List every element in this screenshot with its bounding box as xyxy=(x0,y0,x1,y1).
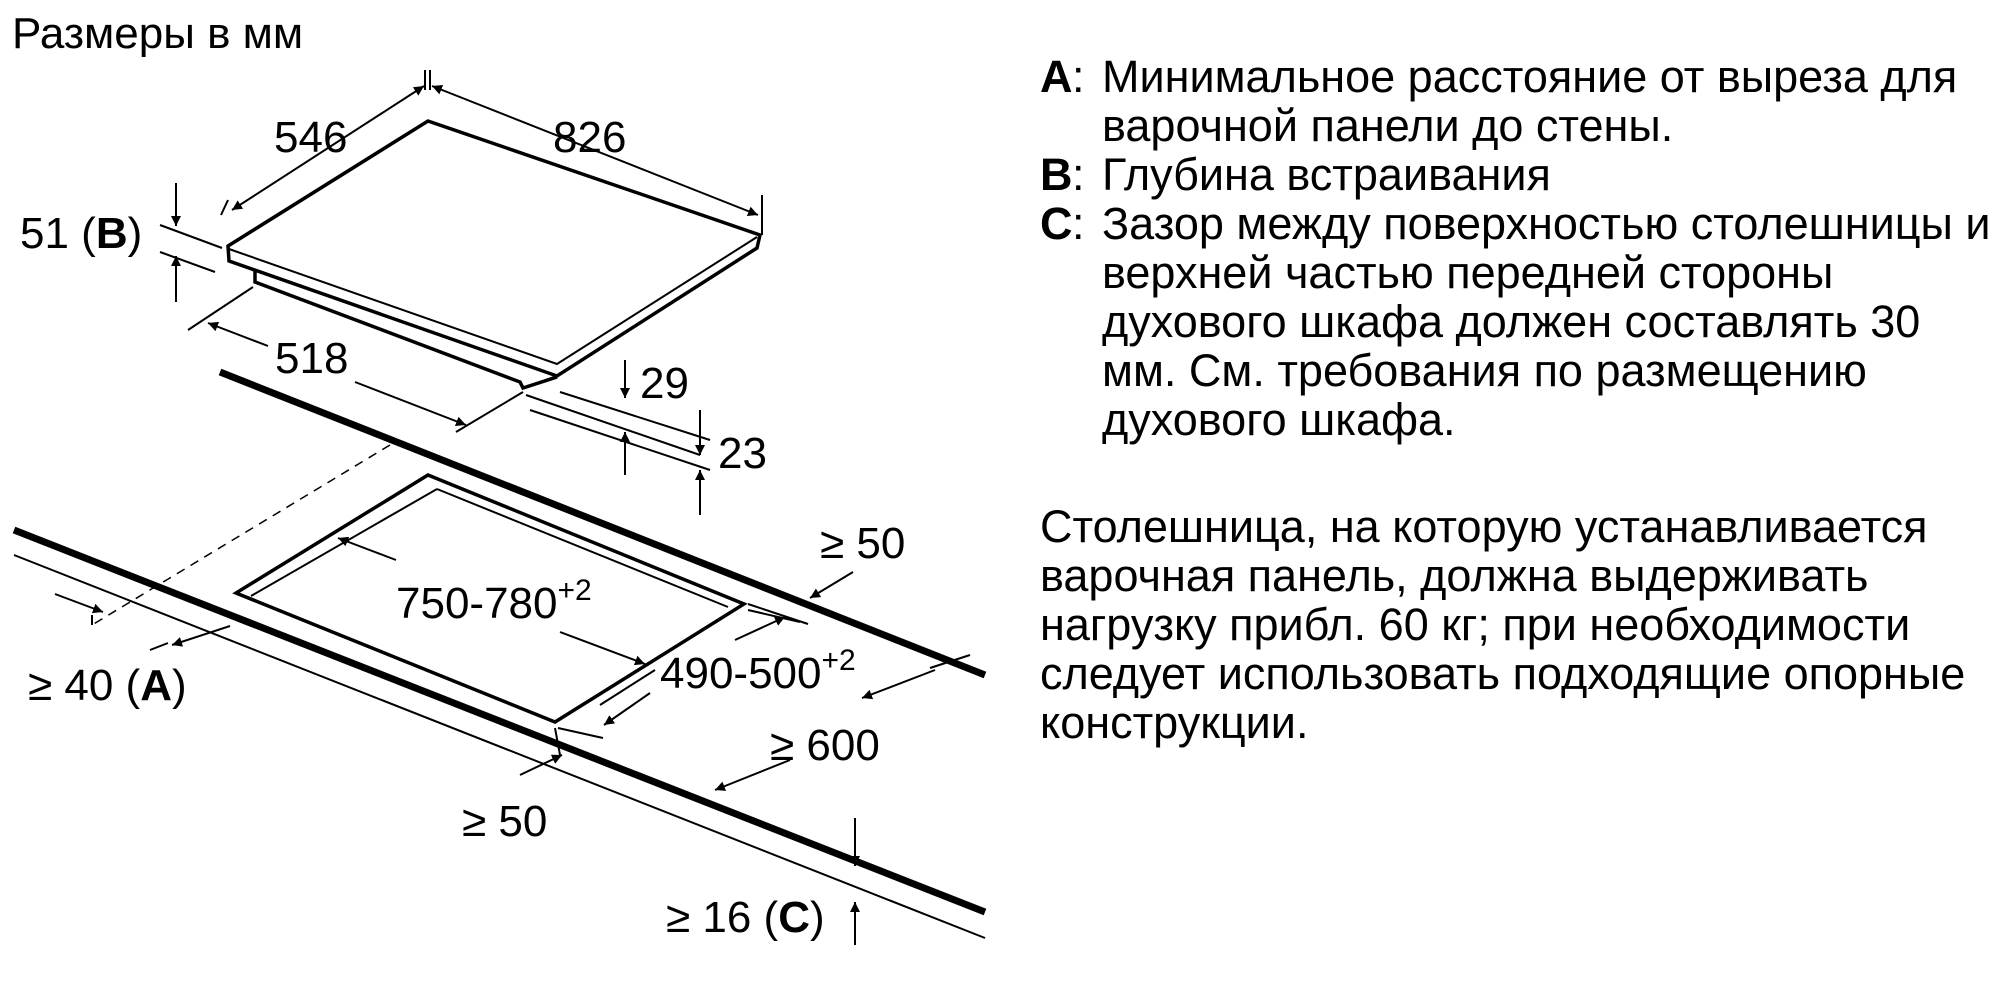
dim-countertop-depth: ≥ 600 xyxy=(714,654,971,791)
label-490-500: 490-500+2 xyxy=(660,644,856,698)
dim-wall-distance: ≥ 40 (A) xyxy=(28,593,231,710)
countertop-outline xyxy=(12,368,987,939)
legend-key: C xyxy=(1040,198,1073,249)
legend-text: Зазор между поверхностью столешницы и ве… xyxy=(1102,198,1991,445)
legend-separator: : xyxy=(1072,51,1085,102)
dim-oven-gap: ≥ 16 (C) xyxy=(666,818,860,945)
legend-text: Глубина встраивания xyxy=(1102,149,1551,200)
dim-cutout-width: 750-780+2 xyxy=(337,536,646,666)
label-826: 826 xyxy=(553,113,626,162)
dim-back-clearance: ≥ 50 xyxy=(747,519,905,625)
dim-front-clearance: ≥ 50 xyxy=(462,727,563,846)
legend-item-a: A : Минимальное расстояние от выреза для… xyxy=(1040,52,1995,150)
legend-text: Минимальное расстояние от выреза для вар… xyxy=(1102,51,1958,151)
label-546: 546 xyxy=(274,113,347,162)
units-title: Размеры в мм xyxy=(12,9,303,58)
label-back-50: ≥ 50 xyxy=(820,519,905,568)
dim-frame-depth: 518 xyxy=(187,286,524,433)
label-750-780: 750-780+2 xyxy=(396,574,592,628)
legend-key: A xyxy=(1040,51,1073,102)
legend-separator: : xyxy=(1072,149,1085,200)
legend-item-b: B : Глубина встраивания xyxy=(1040,150,1995,199)
label-front-50: ≥ 50 xyxy=(462,797,547,846)
legend-separator: : xyxy=(1072,198,1085,249)
legend: A : Минимальное расстояние от выреза для… xyxy=(1040,52,1995,444)
label-51-b: 51 (B) xyxy=(20,209,142,258)
label-29: 29 xyxy=(640,359,689,408)
label-16-c: ≥ 16 (C) xyxy=(666,893,825,942)
dim-cutout-depth: 490-500+2 xyxy=(557,609,856,739)
label-518: 518 xyxy=(275,334,348,383)
dim-built-in-depth: 51 (B) xyxy=(20,183,223,302)
label-23: 23 xyxy=(718,429,767,478)
dim-hob-width: 826 xyxy=(429,70,763,235)
hob-outline xyxy=(226,119,763,391)
load-note: Столешница, на которую устанавливается в… xyxy=(1040,501,1966,748)
label-40-a: ≥ 40 (A) xyxy=(28,661,187,710)
legend-item-c: C : Зазор между поверхностью столешницы … xyxy=(1040,199,1995,444)
dim-hob-depth: 546 xyxy=(220,70,426,216)
label-600: ≥ 600 xyxy=(770,721,880,770)
dim-frame-heights: 29 23 xyxy=(525,359,767,515)
legend-key: B xyxy=(1040,149,1073,200)
